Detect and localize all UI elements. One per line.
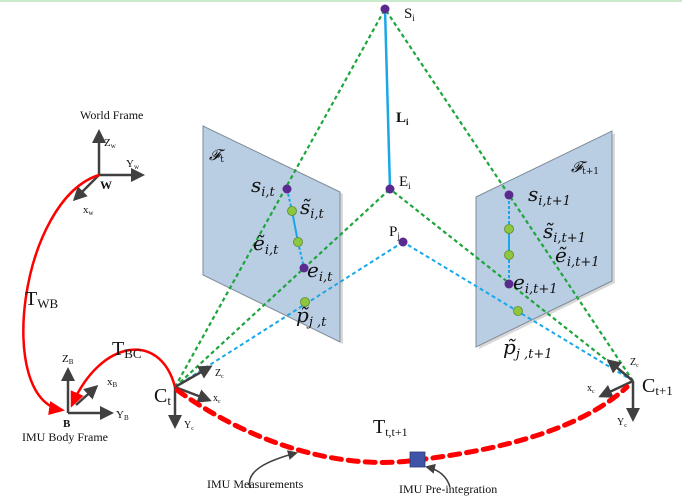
green-rays-ct: [174, 8, 391, 388]
body-z-label: ZB: [62, 353, 74, 366]
point-Si: [380, 4, 390, 14]
point-e-it1: [504, 279, 514, 289]
point-Ei: [385, 184, 395, 194]
world-y-label: Yw: [126, 158, 140, 171]
point-Pj: [398, 237, 408, 247]
cam-t1-x-label: xc: [587, 383, 595, 395]
body-frame-label: IMU Body Frame: [22, 430, 108, 444]
world-x-axis-arrow: [72, 174, 100, 202]
point-p-tilde-jt: [300, 297, 310, 307]
camera-t-label: Ct: [154, 385, 171, 408]
point-s-tilde-it: [287, 206, 297, 216]
world-x-label: xw: [83, 204, 95, 217]
camera-t1-label: Ct+1: [642, 375, 673, 398]
imu-preintegration-label: IMU Pre-integration: [399, 482, 497, 496]
cam-t-x-axis-arrow: [174, 385, 212, 403]
cam-t1-y-label: Yc: [617, 417, 627, 429]
body-origin-label: B: [63, 418, 71, 430]
callout-arrow-imu-measurements: [248, 450, 298, 489]
top-border: [0, 0, 682, 2]
point-e-tilde-it1: [504, 250, 514, 260]
cam-t-y-label: Yc: [184, 420, 194, 432]
point-s-it: [282, 184, 292, 194]
point-p-tilde-jt1: [513, 306, 523, 316]
body-y-label: YB: [116, 409, 129, 422]
cam-t1-z-label: Zc: [630, 357, 639, 369]
world-origin-label: W: [100, 178, 112, 192]
cam-t-x-label: xc: [213, 393, 221, 405]
s-it-label: si,t: [251, 173, 276, 200]
e-it-label: ei,t: [307, 258, 333, 285]
Ei-label: Ei: [399, 174, 411, 191]
Pj-label: Pj: [389, 224, 400, 241]
cam-t-z-axis-arrow: [174, 365, 213, 389]
s-tilde-it-label: s̃i,t: [300, 195, 325, 222]
callout-arrow-imu-preintegration: [425, 463, 451, 488]
s-tilde-it1-label: s̃i,t+1: [543, 219, 586, 246]
imu-measurements-label: IMU Measurements: [207, 477, 304, 491]
T_WB-label: TWB: [25, 288, 58, 311]
transform-arc-T_BC: [70, 348, 177, 408]
body-x-label: xB: [107, 376, 118, 389]
e-tilde-it1-label: ẽi,t+1: [555, 243, 600, 270]
s-it1-label: si,t+1: [528, 182, 571, 209]
Si-label: Si: [404, 6, 415, 23]
ray-ct-pj: [174, 241, 404, 388]
world-frame-label: World Frame: [80, 108, 143, 122]
cam-t1-z-axis-arrow: [606, 359, 634, 382]
cam-t-z-label: Zc: [215, 368, 224, 380]
camera-t1-axes: [598, 359, 640, 422]
world-z-label: Zw: [104, 137, 117, 150]
ray-ct-si: [174, 8, 386, 388]
e-tilde-it-label: ẽi,t: [253, 231, 279, 258]
ray-ct1-si: [384, 8, 634, 382]
point-s-it1: [504, 190, 514, 200]
point-e-tilde-it: [293, 237, 303, 247]
T_BC-label: TBC: [112, 338, 142, 361]
Li-label: Li: [396, 110, 409, 127]
e-it1-label: ei,t+1: [513, 270, 558, 297]
point-s-tilde-it1: [504, 224, 514, 234]
camera-t-axes: [168, 365, 213, 429]
p-tilde-jt-label: p̃j ,t: [296, 303, 327, 330]
image-plane-t1: [475, 130, 615, 349]
T_t_t1-label: Tt,t+1: [373, 416, 408, 439]
image-plane-t: [202, 125, 343, 344]
imu-preintegration-marker: [409, 451, 426, 468]
cam-t1-x-axis-arrow: [598, 379, 634, 398]
point-e-it: [299, 263, 309, 273]
transform-arc-T_WB: [22, 173, 100, 415]
world-frame-axes: [72, 129, 145, 202]
line-Li: [383, 8, 392, 190]
p-tilde-jt1-label: p̃j ,t+1: [503, 335, 553, 362]
